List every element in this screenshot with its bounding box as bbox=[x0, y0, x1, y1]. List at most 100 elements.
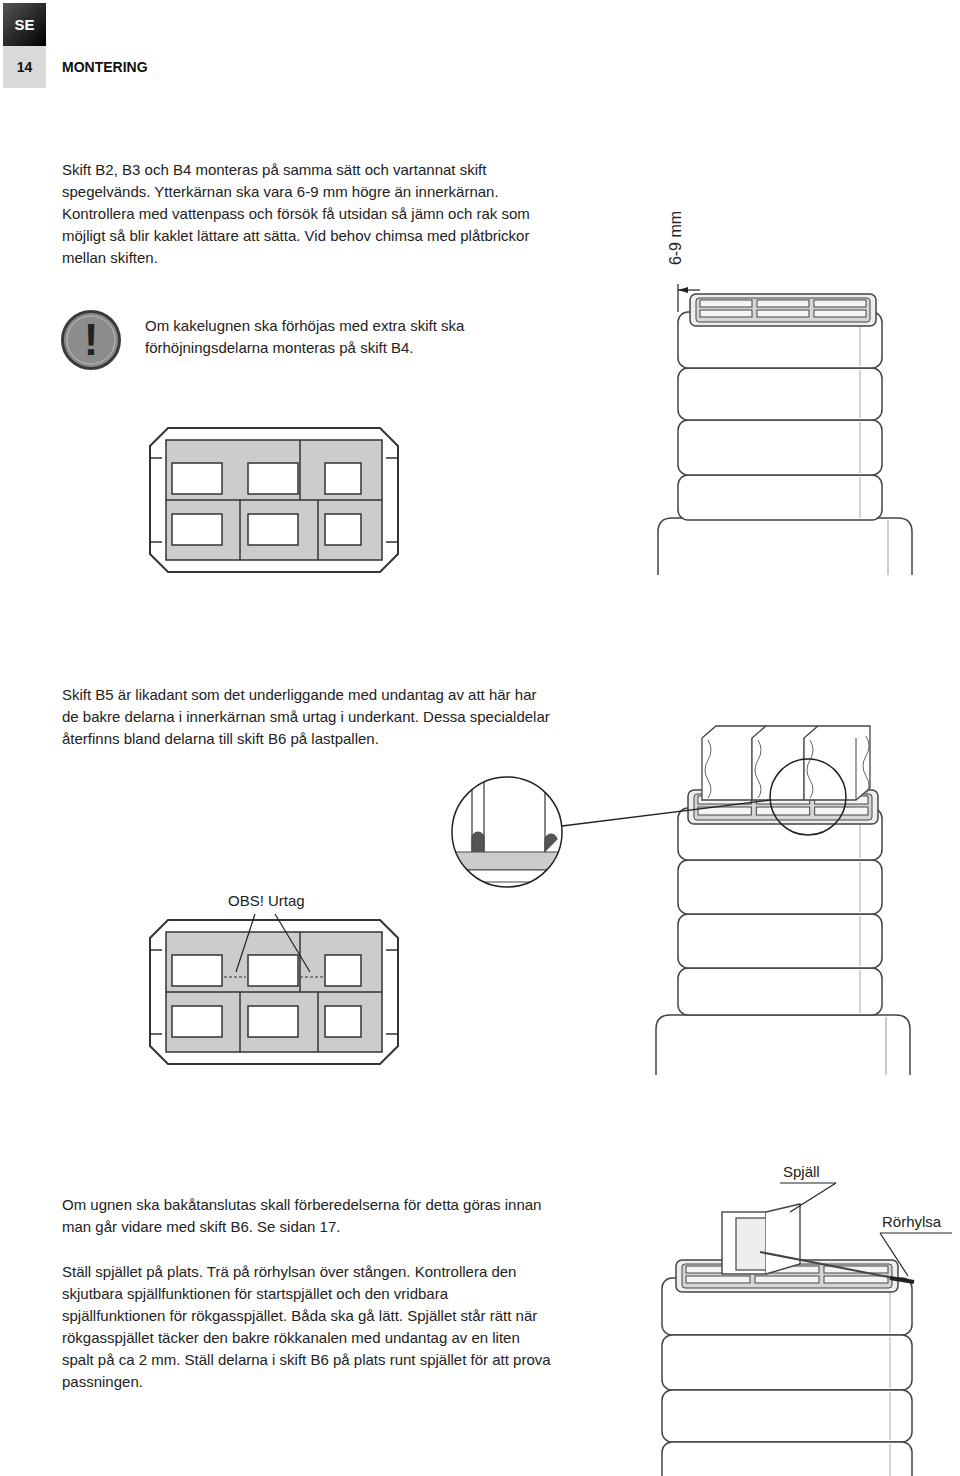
body-text: Ställ spjället på plats. Trä på rörhylsa… bbox=[62, 1261, 552, 1393]
plan-joint bbox=[239, 992, 241, 1052]
plan-joint bbox=[239, 500, 241, 560]
callout-label: OBS! Urtag bbox=[228, 890, 305, 912]
flue-cell bbox=[824, 1276, 888, 1283]
leader-line bbox=[880, 1232, 952, 1233]
plan-joint bbox=[166, 991, 382, 993]
zoom-circle bbox=[770, 759, 846, 835]
flue-cell bbox=[814, 300, 866, 307]
page-number: 14 bbox=[3, 46, 46, 88]
flue-cell bbox=[755, 1276, 819, 1283]
inner-core-top bbox=[690, 294, 876, 326]
plan-flue bbox=[172, 514, 222, 545]
plan-inner-core bbox=[166, 932, 382, 1052]
inner-core-part bbox=[804, 726, 870, 800]
body-text: Om ugnen ska bakåtanslutas skall förbere… bbox=[62, 1194, 552, 1238]
plan-view bbox=[150, 428, 398, 572]
tile-course-edge bbox=[860, 916, 861, 966]
break-line bbox=[863, 736, 869, 794]
notch bbox=[472, 832, 484, 852]
tile-course bbox=[662, 1442, 912, 1476]
warning-icon: ! bbox=[61, 310, 121, 370]
flue-cell bbox=[814, 310, 866, 317]
cut-mark bbox=[300, 977, 323, 978]
warning-ring bbox=[67, 316, 115, 364]
body-text: Skift B5 är likadant som det underliggan… bbox=[62, 684, 552, 750]
leader-line bbox=[275, 914, 310, 972]
plan-flue bbox=[172, 955, 222, 986]
body-text: Skift B2, B3 och B4 monteras på samma sä… bbox=[62, 159, 547, 269]
tile-course-edge bbox=[890, 1444, 891, 1476]
tile-course bbox=[678, 860, 882, 914]
tile-course-edge bbox=[890, 1392, 891, 1440]
plan-notch bbox=[386, 457, 398, 459]
plan-notch bbox=[150, 1033, 162, 1035]
plan-notch bbox=[386, 949, 398, 951]
tile-course bbox=[678, 420, 882, 475]
part-label: Spjäll bbox=[783, 1161, 820, 1183]
tile-course-edge bbox=[860, 862, 861, 912]
damper-rod bbox=[760, 1252, 914, 1282]
plan-flue bbox=[248, 463, 298, 494]
break-line bbox=[755, 740, 761, 798]
dimension-label: 6-9 mm bbox=[667, 211, 685, 265]
plan-view bbox=[150, 914, 398, 1064]
tile-course-edge bbox=[890, 1337, 891, 1388]
node-text: ! bbox=[84, 318, 99, 362]
section-heading: MONTERING bbox=[62, 58, 148, 76]
damper-frame bbox=[766, 1204, 800, 1274]
tile-course bbox=[678, 968, 882, 1015]
tube-sleeve bbox=[890, 1278, 914, 1282]
header-bar bbox=[3, 46, 46, 88]
stove-drawing bbox=[662, 1183, 952, 1476]
stove-base bbox=[656, 1015, 910, 1075]
zoom-line bbox=[562, 800, 771, 826]
plan-joint bbox=[317, 992, 319, 1052]
warning-disc bbox=[63, 312, 120, 369]
damper-plate bbox=[736, 1218, 766, 1270]
plan-outer-core bbox=[150, 428, 398, 572]
zoom-ground bbox=[440, 770, 580, 900]
node-text: 14 bbox=[17, 60, 33, 74]
tile-course-edge bbox=[860, 370, 861, 418]
stove-drawing bbox=[658, 284, 912, 575]
plan-flue bbox=[248, 1006, 298, 1037]
plan-notch bbox=[386, 541, 398, 543]
plan-outer-core bbox=[150, 920, 398, 1064]
zoom-core bbox=[440, 870, 580, 882]
language-badge: SE bbox=[3, 3, 46, 46]
plan-flue bbox=[325, 463, 361, 494]
warning-text: Om kakelugnen ska förhöjas med extra ski… bbox=[145, 315, 495, 359]
inner-core-edge bbox=[856, 738, 857, 800]
flue-cell bbox=[686, 1276, 750, 1283]
tile-course bbox=[662, 1335, 912, 1390]
plan-flue bbox=[325, 1006, 361, 1037]
leader-line bbox=[236, 914, 255, 972]
damper-plate bbox=[722, 1212, 766, 1274]
leader-line bbox=[880, 1233, 908, 1276]
plan-notch bbox=[150, 949, 162, 951]
node-text: SE bbox=[14, 17, 34, 32]
break-line bbox=[807, 740, 813, 798]
plan-joint bbox=[299, 932, 301, 992]
plan-joint bbox=[299, 440, 301, 500]
dimension-arrow bbox=[678, 287, 688, 293]
tile-course bbox=[678, 914, 882, 968]
tile-course bbox=[678, 475, 882, 520]
leader-line bbox=[780, 1182, 836, 1183]
cut-mark bbox=[224, 977, 246, 978]
page-number-box bbox=[3, 46, 46, 88]
plan-notch bbox=[150, 457, 162, 459]
inner-core bbox=[696, 298, 870, 322]
plan-flue bbox=[325, 514, 361, 545]
tile-course bbox=[662, 1390, 912, 1442]
break-line bbox=[705, 740, 711, 798]
plan-flue bbox=[172, 1006, 222, 1037]
tile-course-edge bbox=[860, 970, 861, 1013]
plan-flue bbox=[325, 955, 361, 986]
flue-cell bbox=[700, 300, 752, 307]
stove-base-edge bbox=[886, 1017, 887, 1075]
zoom-detail bbox=[440, 770, 580, 900]
tile-course-edge bbox=[860, 477, 861, 518]
zoom-circle bbox=[452, 777, 562, 887]
plan-flue bbox=[248, 955, 298, 986]
